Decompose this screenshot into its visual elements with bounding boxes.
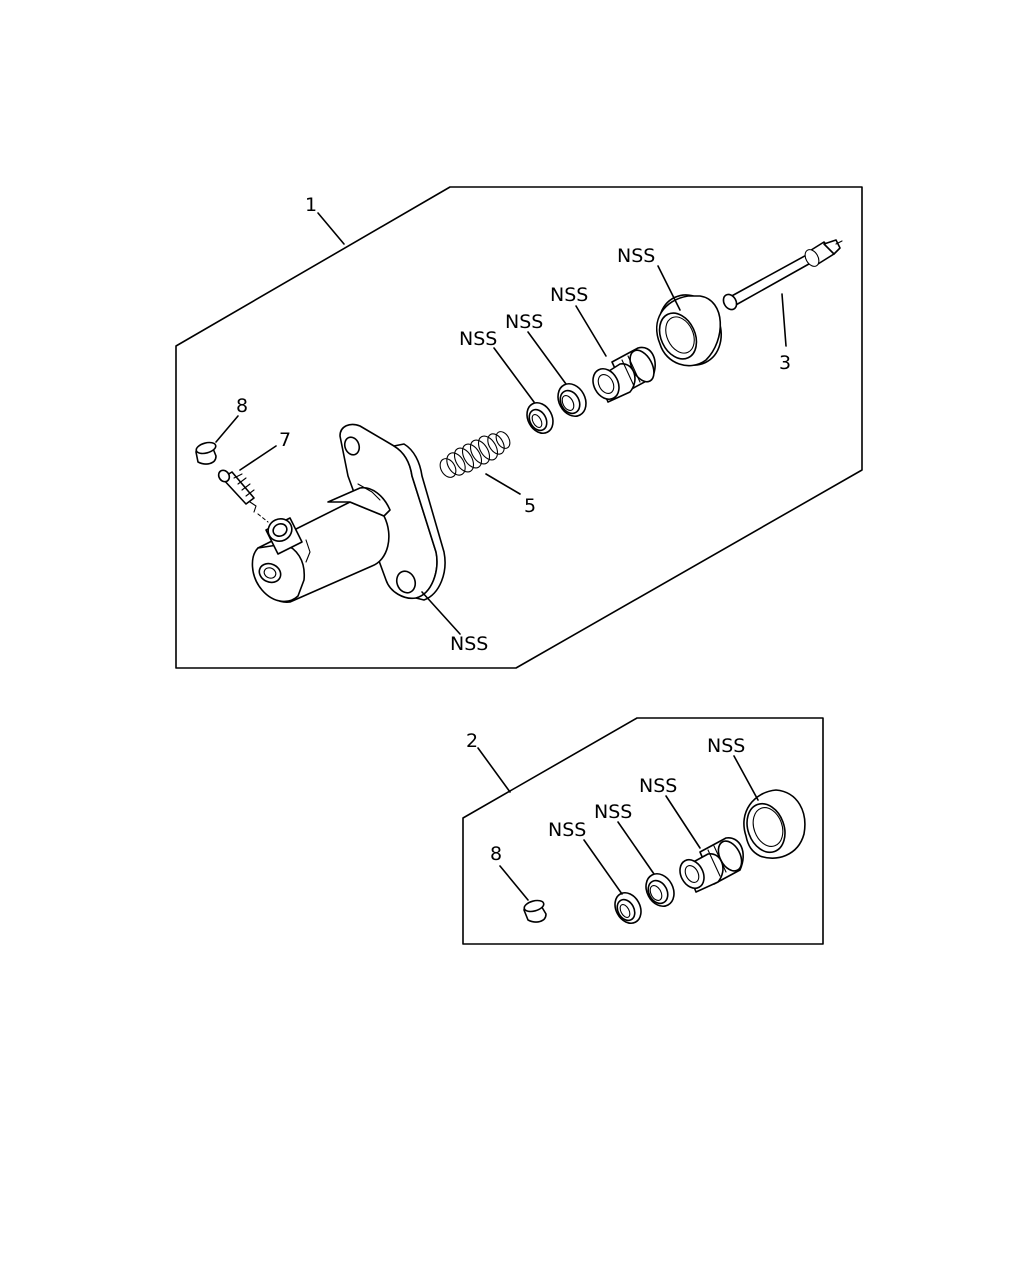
cup-seal-large: [557, 382, 587, 418]
leader-cup-seal-small: [493, 347, 535, 403]
leader-cap-kit-2: [499, 865, 529, 901]
callout-cup-seal-small-kit-2: NSS: [548, 819, 586, 841]
leader-cup-seal-small-kit-2: [583, 839, 623, 895]
push-rod: [722, 239, 843, 311]
callout-push-rod: 3: [779, 352, 791, 374]
callout-kit-2: 2: [466, 730, 478, 752]
leader-push-rod: [781, 293, 787, 347]
leader-boot-kit-2: [733, 755, 759, 801]
dust-boot-kit-2: [743, 789, 806, 859]
leader-kit-1: [317, 212, 345, 245]
slave-cylinder-body: [251, 423, 446, 603]
callout-piston-kit-2: NSS: [639, 775, 677, 797]
callout-cap: 8: [236, 395, 248, 417]
bleeder-screw: [217, 469, 257, 513]
kit-1-boundary: [175, 186, 863, 669]
leader-piston-kit-2: [665, 795, 701, 849]
bleeder-cap: [195, 441, 217, 465]
callout-body: NSS: [450, 633, 488, 655]
bleeder-cap-kit-2: [523, 899, 547, 923]
piston-kit-2: [679, 837, 744, 893]
callout-cup-seal-small: NSS: [459, 328, 497, 350]
callout-cup-seal-large-kit-2: NSS: [594, 801, 632, 823]
leader-cap: [215, 415, 239, 443]
callout-bleeder: 7: [279, 429, 291, 451]
leader-piston: [575, 305, 607, 357]
callout-cap-kit-2: 8: [490, 843, 502, 865]
leader-kit-2: [477, 747, 511, 793]
cup-seal-small: [526, 401, 554, 435]
callout-kit-1: 1: [305, 194, 317, 216]
dust-boot: [655, 294, 722, 367]
return-spring: [439, 431, 511, 478]
leader-body: [421, 591, 461, 635]
kit-2-boundary: [462, 717, 824, 945]
leader-bleeder: [239, 445, 277, 471]
callout-boot-kit-2: NSS: [707, 735, 745, 757]
callout-spring: 5: [524, 495, 536, 517]
piston: [592, 346, 656, 403]
callout-piston: NSS: [550, 284, 588, 306]
callout-cup-seal-large: NSS: [505, 311, 543, 333]
cup-seal-small-kit-2: [614, 891, 642, 925]
cup-seal-large-kit-2: [645, 872, 675, 908]
bleeder-axis: [257, 513, 269, 523]
leader-boot: [657, 265, 681, 311]
leader-spring: [485, 473, 521, 495]
leader-cup-seal-large: [527, 331, 567, 385]
callout-boot: NSS: [617, 245, 655, 267]
leader-cup-seal-large-kit-2: [617, 821, 655, 875]
